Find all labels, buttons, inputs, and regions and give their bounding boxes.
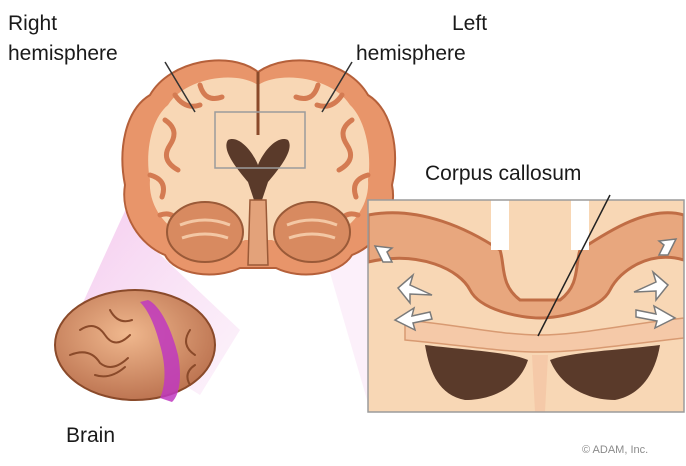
coronal-section — [122, 60, 395, 274]
cerebellum-right — [274, 202, 350, 262]
right-hemisphere-label-line2: hemisphere — [8, 42, 118, 66]
whole-brain-body — [55, 290, 215, 400]
corpus-callosum-label: Corpus callosum — [425, 162, 581, 186]
brain-label: Brain — [66, 424, 115, 448]
corpus-callosum-inset — [368, 200, 684, 412]
right-hemisphere-label-line1: Right — [8, 12, 57, 36]
whole-brain — [55, 290, 215, 402]
left-hemisphere-label-line2: hemisphere — [356, 42, 466, 66]
copyright-notice: © ADAM, Inc. — [582, 444, 648, 456]
coronal-brainstem — [248, 200, 268, 265]
left-hemisphere-label-line1: Left — [452, 12, 487, 36]
cerebellum-left — [167, 202, 243, 262]
